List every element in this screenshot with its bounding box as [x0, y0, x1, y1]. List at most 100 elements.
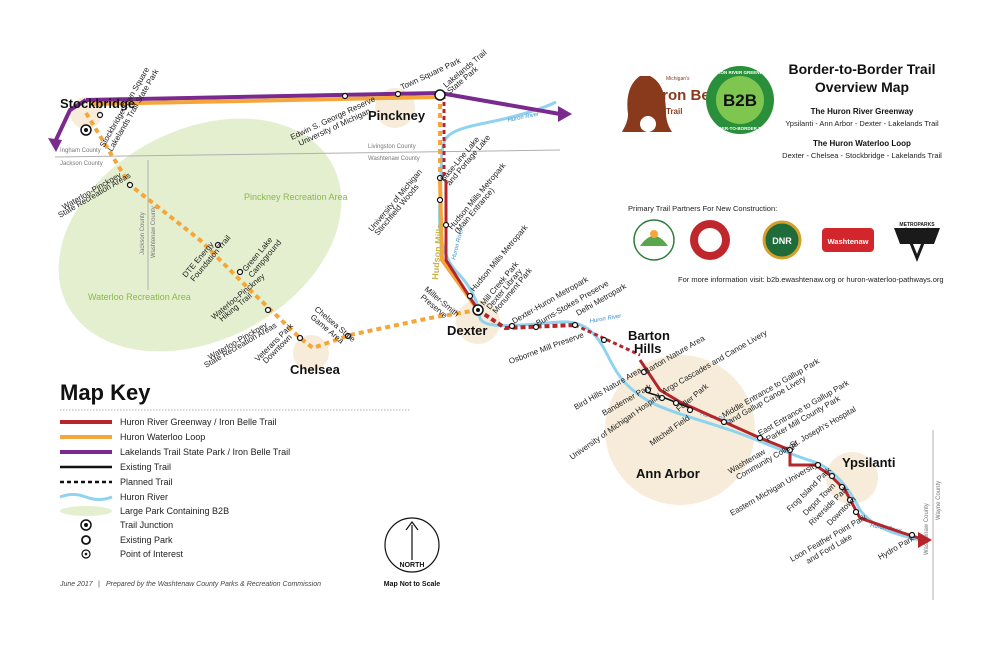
key-label: Existing Park	[120, 535, 173, 545]
key-swatch-park	[60, 506, 112, 516]
park-marker	[436, 196, 444, 204]
map-key-title: Map Key	[60, 380, 151, 405]
park-marker	[756, 434, 764, 442]
city-label-hills: Hills	[634, 341, 661, 356]
metroparks-logo	[894, 228, 940, 244]
footer-separator: |	[98, 581, 100, 588]
park-marker	[442, 221, 450, 229]
county-label: Livingston County	[368, 144, 416, 150]
pinckney-waterloo-park-area	[58, 118, 342, 352]
city-label-pinckney: Pinckney	[368, 108, 426, 123]
key-swatch-river	[59, 493, 113, 501]
park-marker	[838, 483, 846, 491]
more-info: For more information visit: b2b.ewashten…	[678, 275, 944, 284]
map-title-line2: Overview Map	[815, 79, 909, 95]
park-marker	[720, 418, 728, 426]
washtenaw-logo-text: Washtenaw	[828, 237, 869, 246]
loop-route: Dexter - Chelsea - Stockbridge - Lakelan…	[782, 151, 942, 160]
partner-logos: DNR Washtenaw METROPARKS	[633, 219, 940, 263]
key-label: Large Park Containing B2B	[120, 506, 229, 516]
wcprc-logo-sun	[650, 230, 658, 238]
key-label: Planned Trail	[120, 477, 173, 487]
key-swatch-poi-dot	[84, 552, 88, 556]
map-title-line1: Border-to-Border Trail	[788, 61, 935, 77]
metroparks-logo-star	[903, 227, 931, 263]
key-swatch-junction-inner	[84, 523, 88, 527]
footer-credit: Prepared by the Washtenaw County Parks &…	[106, 581, 321, 588]
footer-date: June 2017	[59, 581, 94, 588]
bell-clapper-icon	[640, 116, 656, 132]
city-label-dexter: Dexter	[447, 323, 487, 338]
park-marker	[344, 332, 352, 340]
b2b-logo: B2B HURON RIVER GREENWAY BORDER-TO-BORDE…	[706, 66, 774, 134]
ann-arbor-park-circle	[605, 355, 755, 505]
park-marker	[786, 446, 794, 454]
park-marker	[846, 496, 854, 504]
b2b-ring-top: HURON RIVER GREENWAY	[711, 70, 770, 75]
city-label-barton: Barton	[628, 328, 670, 343]
park-marker	[96, 111, 104, 119]
park-label-pinckney: Pinckney Recreation Area	[244, 192, 348, 202]
trail-junction-lakelands	[434, 89, 446, 101]
lakelands-trail-west	[53, 98, 88, 143]
park-marker	[214, 241, 222, 249]
washtenaw-logo	[822, 228, 874, 252]
park-marker	[296, 334, 304, 342]
place-label: Hydro Park	[877, 533, 917, 561]
park-label-waterloo: Waterloo Recreation Area	[88, 292, 191, 302]
city-label-ypsilanti: Ypsilanti	[842, 455, 895, 470]
park-marker	[852, 508, 860, 516]
bell-icon	[622, 76, 672, 132]
river-label: Huron River	[870, 523, 904, 535]
southeast-arrow	[918, 532, 932, 548]
place-label: Osborne Mill Preserve	[508, 330, 586, 366]
park-marker	[436, 174, 444, 182]
key-label: Huron River	[120, 492, 168, 502]
county-lines	[54, 149, 934, 600]
metroparks-logo-text: METROPARKS	[899, 222, 935, 228]
county-label: Ingham County	[60, 148, 101, 154]
greenway-hudson	[444, 180, 480, 311]
b2b-logo-text: B2B	[723, 91, 757, 110]
park-marker	[532, 323, 540, 331]
wcprc-logo-hills	[640, 236, 668, 246]
west-arrow	[48, 138, 62, 152]
trail-label-hudson-mills: Hudson Mills	[430, 224, 445, 281]
park-marker	[264, 306, 272, 314]
park-marker	[466, 292, 474, 300]
county-label: Jackson County	[60, 161, 103, 167]
park-marker	[571, 321, 579, 329]
key-label: Trail Junction	[120, 520, 173, 530]
waterloo-loop-planned	[84, 111, 479, 351]
b2b-ring-bottom: BORDER-TO-BORDER TRAIL	[709, 126, 772, 131]
greenway-annarbor	[638, 359, 926, 542]
hwp-logo-inner	[698, 228, 722, 252]
key-label: Point of Interest	[120, 549, 184, 559]
park-marker	[644, 386, 652, 394]
loop-heading: The Huron Waterloo Loop	[813, 139, 911, 148]
map-scale-note: Map Not to Scale	[384, 581, 441, 588]
b2b-logo-inner	[716, 76, 764, 124]
key-swatch-existing-park	[81, 535, 91, 545]
key-label: Huron Waterloo Loop	[120, 432, 205, 442]
park-marker	[814, 461, 822, 469]
greenway-dexter-delhi	[476, 308, 576, 331]
park-marker	[672, 399, 680, 407]
iron-belle-trail: Trail	[666, 107, 682, 116]
county-label: Washtenaw County	[151, 206, 157, 258]
north-arrow-label: NORTH	[400, 562, 425, 569]
city-label-chelsea: Chelsea	[290, 362, 341, 377]
county-label: Washtenaw County	[924, 503, 930, 555]
park-marker	[640, 368, 648, 376]
park-marker	[908, 531, 916, 539]
greenway-delhi-barton	[574, 323, 641, 357]
city-label-stockbridge: Stockbridge	[60, 96, 135, 111]
ypsilanti-park-circle	[826, 452, 878, 504]
iron-belle-small: Michigan's	[666, 76, 690, 82]
park-marker	[236, 268, 244, 276]
dnr-logo-text: DNR	[772, 236, 792, 246]
park-marker	[341, 92, 349, 100]
greenway-route: Ypsilanti - Ann Arbor - Dexter - Lakelan…	[785, 119, 939, 128]
